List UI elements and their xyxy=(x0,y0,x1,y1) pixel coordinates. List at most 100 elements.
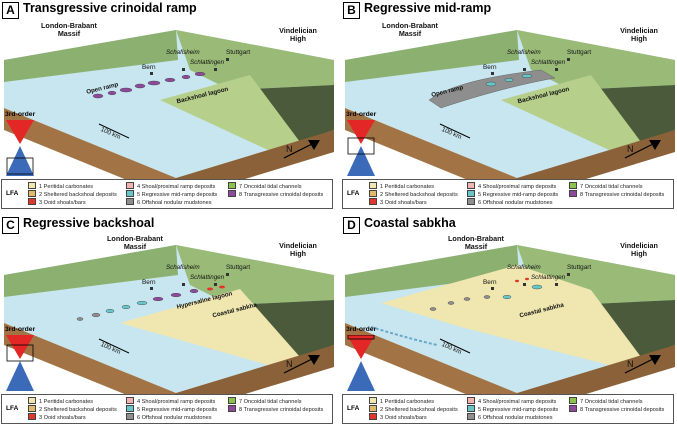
north-label: N xyxy=(286,359,293,369)
legend-item: 8 Transgressive crinoidal deposits xyxy=(228,405,323,414)
panel-letter: A xyxy=(2,2,19,19)
order-label: 3rd-order xyxy=(346,326,377,333)
scale-bar xyxy=(98,338,130,354)
sea-level-cycle xyxy=(347,120,375,176)
legend-item: 3 Ooid shoals/bars xyxy=(28,413,86,422)
city-schaffisheim: Schafisheim xyxy=(507,264,541,271)
legend-item: 4 Shoal/proximal ramp deposits xyxy=(126,182,215,191)
legend-title: LFA xyxy=(347,190,360,197)
legend-item: 5 Regressive mid-ramp deposits xyxy=(467,405,558,414)
massif-land xyxy=(4,30,178,82)
city-stuttgart: Stuttgart xyxy=(567,264,592,271)
legend-item: 8 Transgressive crinoidal deposits xyxy=(569,405,664,414)
legend-item: 1 Peritidal carbonates xyxy=(369,397,434,406)
legend-item: 7 Oncoidal tidal channels xyxy=(228,182,302,191)
panel-d: D Coastal sabkha London-Brabant Massif V… xyxy=(341,215,675,425)
north-arrow xyxy=(283,140,320,159)
scale-bar xyxy=(98,123,130,139)
legend-item: 5 Regressive mid-ramp deposits xyxy=(126,190,217,199)
legend-title: LFA xyxy=(6,405,19,412)
legend-item: 3 Ooid shoals/bars xyxy=(369,198,427,207)
city-schaffisheim: Schafisheim xyxy=(166,264,200,271)
legend-item: 1 Peritidal carbonates xyxy=(28,397,93,406)
legend-item: 4 Shoal/proximal ramp deposits xyxy=(467,182,556,191)
high-label: Vindelician High xyxy=(620,26,658,43)
block-diagram xyxy=(345,30,675,180)
panel-title: Regressive backshoal xyxy=(23,216,155,230)
panel-title: Coastal sabkha xyxy=(364,216,456,230)
panel-a: A Transgressive crinoidal ramp London-Br… xyxy=(0,0,334,210)
city-bern: Bern xyxy=(483,64,497,71)
city-schlattingen: Schlattingen xyxy=(190,274,225,281)
legend: LFA 1 Peritidal carbonates 2 Sheltered b… xyxy=(1,394,333,424)
legend-item: 2 Sheltered backshoal deposits xyxy=(369,190,458,199)
city-stuttgart: Stuttgart xyxy=(567,49,592,56)
order-label: 3rd-order xyxy=(346,111,377,118)
legend-item: 5 Regressive mid-ramp deposits xyxy=(126,405,217,414)
city-bern: Bern xyxy=(142,279,156,286)
offshoal-mudstone-area xyxy=(428,69,556,109)
north-arrow xyxy=(283,355,320,374)
high-label: Vindelician High xyxy=(279,241,317,258)
block-diagram xyxy=(4,245,334,395)
high-label: Vindelician High xyxy=(279,26,317,43)
coastal-belt xyxy=(160,75,300,150)
city-schaffisheim: Schafisheim xyxy=(166,49,200,56)
massif-label: London-Brabant Massif xyxy=(448,234,504,251)
sea-level-cycle xyxy=(6,120,34,176)
high-label: Vindelician High xyxy=(620,241,658,258)
legend-item: 5 Regressive mid-ramp deposits xyxy=(467,190,558,199)
city-schlattingen: Schlattingen xyxy=(190,59,225,66)
order-label: 3rd-order xyxy=(5,326,36,333)
highland xyxy=(176,30,334,90)
panel-letter: B xyxy=(343,2,360,19)
legend-item: 3 Ooid shoals/bars xyxy=(28,198,86,207)
legend-item: 6 Offshoal nodular mudstones xyxy=(126,198,212,207)
massif-label: London-Brabant Massif xyxy=(382,21,438,38)
panel-title: Transgressive crinoidal ramp xyxy=(23,1,197,15)
legend-item: 2 Sheltered backshoal deposits xyxy=(369,405,458,414)
city-schlattingen: Schlattingen xyxy=(531,274,566,281)
legend-item: 7 Oncoidal tidal channels xyxy=(228,397,302,406)
sea-level-cycle xyxy=(6,335,34,391)
legend: LFA 1 Peritidal carbonates 2 Sheltered b… xyxy=(342,394,674,424)
coastal-sabkha-area xyxy=(120,289,300,365)
legend-item: 6 Offshoal nodular mudstones xyxy=(126,413,212,422)
legend-item: 6 Offshoal nodular mudstones xyxy=(467,198,553,207)
panel-letter: D xyxy=(343,217,360,234)
panel-c: C Regressive backshoal London-Brabant Ma… xyxy=(0,215,334,425)
legend-item: 2 Sheltered backshoal deposits xyxy=(28,405,117,414)
legend-item: 1 Peritidal carbonates xyxy=(369,182,434,191)
city-schlattingen: Schlattingen xyxy=(531,59,566,66)
north-label: N xyxy=(627,144,634,154)
coastal-sabkha-area xyxy=(381,265,641,365)
panel-b: B Regressive mid-ramp London-Brabant Mas… xyxy=(341,0,675,210)
city-bern: Bern xyxy=(142,64,156,71)
north-label: N xyxy=(627,359,634,369)
panel-title: Regressive mid-ramp xyxy=(364,1,492,15)
north-arrow xyxy=(624,355,661,374)
legend: LFA 1 Peritidal carbonates 2 Sheltered b… xyxy=(342,179,674,209)
legend-item: 8 Transgressive crinoidal deposits xyxy=(228,190,323,199)
legend-item: 7 Oncoidal tidal channels xyxy=(569,182,643,191)
legend-title: LFA xyxy=(347,405,360,412)
sea-level-cycle xyxy=(347,335,375,391)
legend-item: 4 Shoal/proximal ramp deposits xyxy=(467,397,556,406)
order-label: 3rd-order xyxy=(5,111,36,118)
legend-item: 7 Oncoidal tidal channels xyxy=(569,397,643,406)
massif-label: London-Brabant Massif xyxy=(41,21,97,38)
block-front xyxy=(4,108,176,180)
scale-bar xyxy=(439,123,471,139)
legend-item: 1 Peritidal carbonates xyxy=(28,182,93,191)
block-diagram xyxy=(4,30,334,180)
panel-letter: C xyxy=(2,217,19,234)
block-side xyxy=(176,130,334,180)
legend-item: 8 Transgressive crinoidal deposits xyxy=(569,190,664,199)
legend: LFA 1 Peritidal carbonates 2 Sheltered b… xyxy=(1,179,333,209)
city-stuttgart: Stuttgart xyxy=(226,264,251,271)
legend-item: 4 Shoal/proximal ramp deposits xyxy=(126,397,215,406)
city-stuttgart: Stuttgart xyxy=(226,49,251,56)
city-schaffisheim: Schafisheim xyxy=(507,49,541,56)
massif-label: London-Brabant Massif xyxy=(107,234,163,251)
legend-title: LFA xyxy=(6,190,19,197)
